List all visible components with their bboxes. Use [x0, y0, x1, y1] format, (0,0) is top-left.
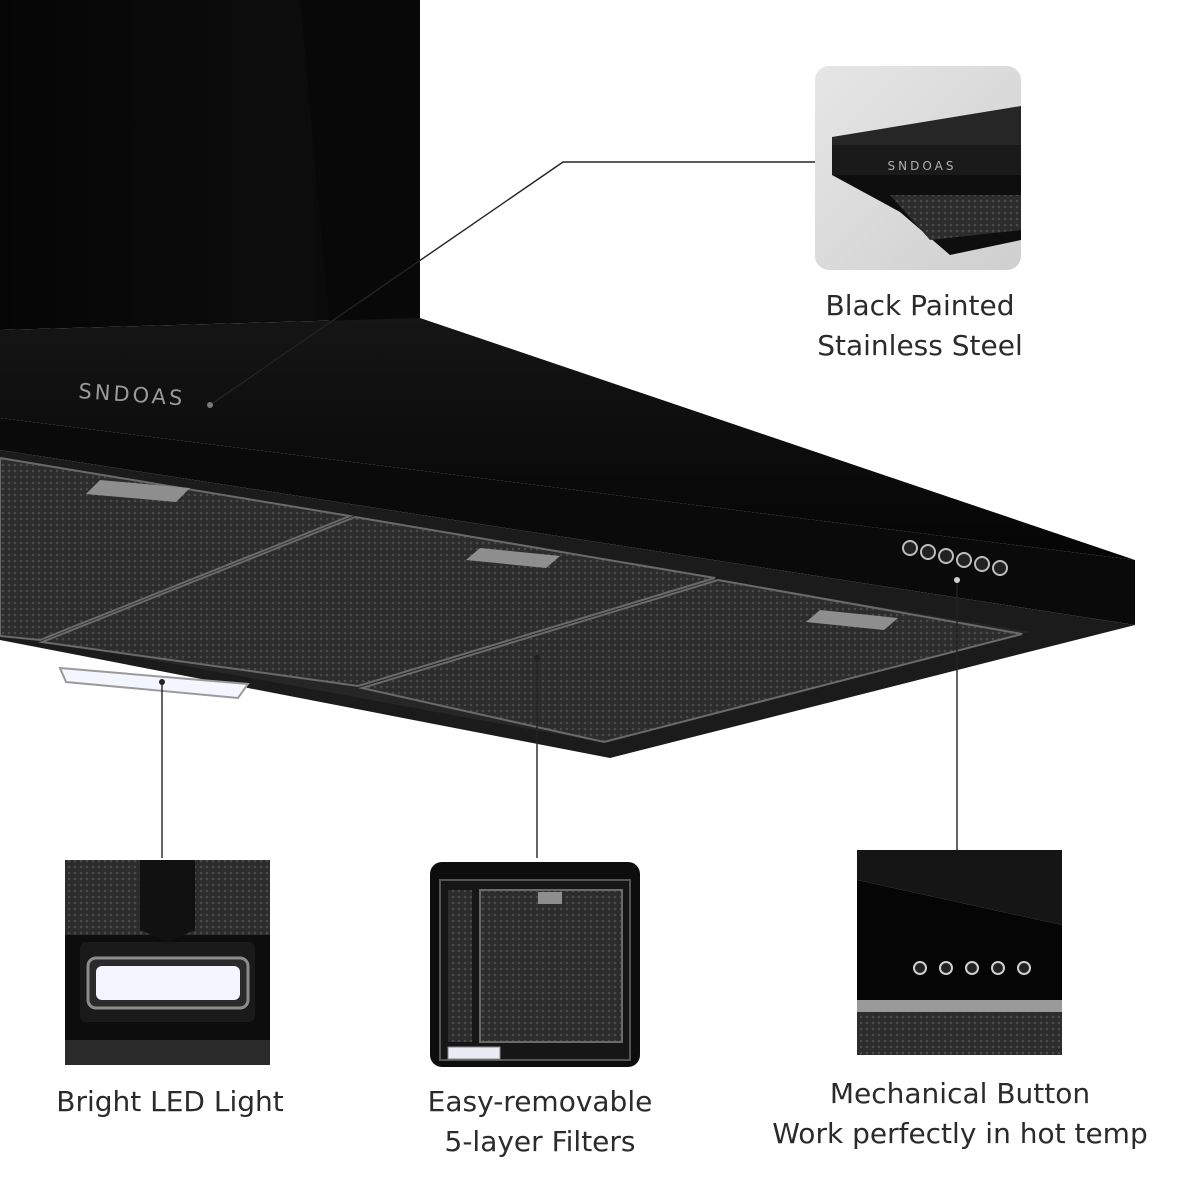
hood-canopy-front [0, 418, 1135, 625]
callout-steel-line1: Black Painted [825, 289, 1015, 322]
leader-dot [159, 679, 165, 685]
filter-handle-icon [806, 610, 898, 630]
control-button-icon [902, 540, 918, 556]
callout-steel-caption: Black Painted Stainless Steel [770, 286, 1070, 366]
filter-handle-icon [466, 548, 560, 568]
thumb-filter-detail [430, 862, 640, 1067]
callout-button-line1: Mechanical Button [829, 1077, 1091, 1110]
chimney-shadow-face [300, 0, 420, 326]
callout-filter-caption: Easy-removable 5-layer Filters [390, 1082, 690, 1162]
thumb-steel-detail: SNDOAS [815, 66, 1021, 270]
hood-canopy-top [0, 318, 1135, 560]
callout-button-caption: Mechanical Button Work perfectly in hot … [740, 1074, 1180, 1154]
grease-filter-left [0, 456, 354, 642]
leader-dot [534, 655, 540, 661]
control-button-icon [956, 552, 972, 568]
thumb-led-detail [65, 860, 270, 1065]
filter-handle-icon [86, 480, 190, 502]
control-buttons [902, 540, 1008, 576]
callout-led-line1: Bright LED Light [56, 1085, 284, 1118]
control-button-icon [938, 548, 954, 564]
leader-dot [954, 577, 960, 583]
callout-steel-line2: Stainless Steel [817, 329, 1023, 362]
leader-line-top [209, 161, 815, 406]
callout-filter-line2: 5-layer Filters [444, 1125, 636, 1158]
callout-filter-line1: Easy-removable [427, 1085, 653, 1118]
callout-button-line2: Work perfectly in hot temp [772, 1117, 1148, 1150]
control-button-icon [920, 544, 936, 560]
leader-dot [207, 402, 213, 408]
callout-led-caption: Bright LED Light [30, 1082, 310, 1122]
led-light-icon [58, 666, 250, 700]
thumb-brand-logo: SNDOAS [888, 159, 957, 173]
thumb-button-detail [857, 850, 1062, 1055]
control-button-icon [974, 556, 990, 572]
control-button-icon [992, 560, 1008, 576]
callout-leader-lines [161, 161, 958, 858]
